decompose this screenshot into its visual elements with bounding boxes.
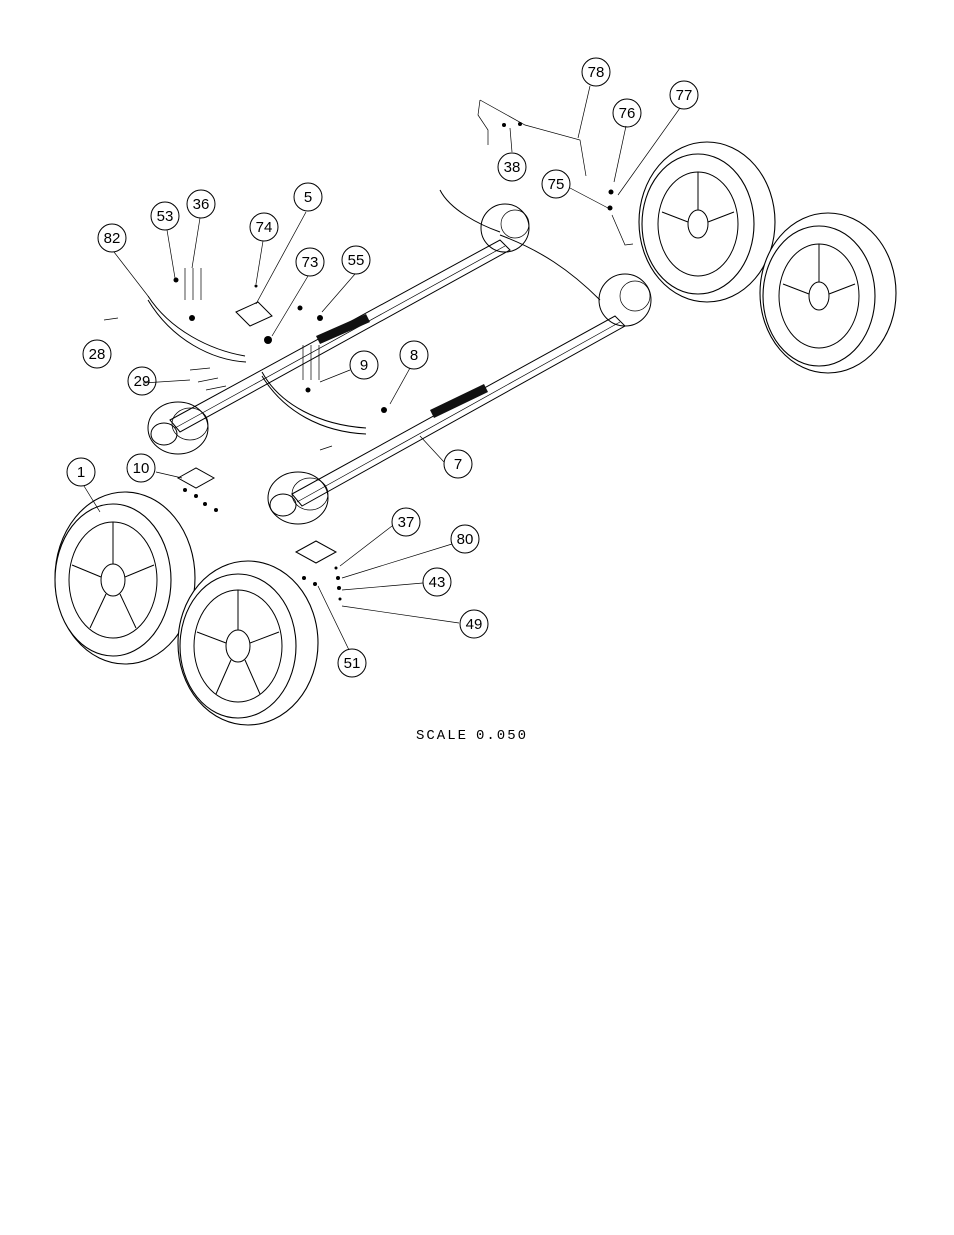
callout-49: 49	[459, 609, 489, 639]
svg-text:7: 7	[454, 456, 462, 473]
callout-28: 28	[82, 339, 112, 369]
equalizer-link	[499, 234, 601, 301]
svg-text:53: 53	[157, 208, 174, 225]
axle-rear	[169, 239, 511, 433]
callout-76: 76	[612, 98, 642, 128]
svg-text:49: 49	[466, 616, 483, 633]
wheel-front-left-outer	[54, 491, 196, 665]
scale-label: SCALE	[416, 728, 468, 744]
svg-text:8: 8	[410, 347, 418, 364]
brake-line	[477, 99, 587, 177]
tie-plate-5	[235, 301, 273, 327]
svg-text:80: 80	[457, 531, 474, 548]
svg-text:73: 73	[302, 254, 319, 271]
callout-74: 74	[249, 212, 279, 242]
callout-80: 80	[450, 524, 480, 554]
u-bolt-rear	[184, 268, 202, 300]
callout-8: 8	[399, 340, 429, 370]
leaf-spring-front	[261, 371, 367, 435]
svg-text:10: 10	[133, 460, 150, 477]
svg-text:1: 1	[77, 464, 85, 481]
svg-text:74: 74	[256, 219, 273, 236]
hub-rear-right	[480, 203, 530, 253]
callout-43: 43	[422, 567, 452, 597]
svg-text:76: 76	[619, 105, 636, 122]
callout-10: 10	[126, 453, 156, 483]
svg-text:9: 9	[360, 357, 368, 374]
scale-value: 0.050	[476, 728, 528, 744]
axle-front-pad	[430, 384, 488, 418]
svg-text:5: 5	[304, 189, 312, 206]
callout-5: 5	[293, 182, 323, 212]
callout-36: 36	[186, 189, 216, 219]
leaf-spring-rear	[147, 295, 247, 363]
callout-29: 29	[127, 366, 157, 396]
callout-77: 77	[669, 80, 699, 110]
hub-front-right	[598, 273, 652, 327]
svg-text:82: 82	[104, 230, 121, 247]
wheel-front-left-inner	[177, 560, 319, 726]
bolt-28	[103, 317, 119, 321]
callout-7: 7	[443, 449, 473, 479]
svg-text:38: 38	[504, 159, 521, 176]
wheel-rear-right-inner	[759, 212, 897, 374]
leader-lines	[83, 85, 681, 651]
svg-text:43: 43	[429, 574, 446, 591]
callout-82: 82	[97, 223, 127, 253]
callout-38: 38	[497, 152, 527, 182]
u-bolt-front	[302, 345, 320, 380]
callout-1: 1	[66, 457, 96, 487]
svg-text:37: 37	[398, 514, 415, 531]
hub-front-left	[267, 471, 329, 525]
wheel-rear-right-outer	[638, 141, 776, 303]
callout-55: 55	[341, 245, 371, 275]
svg-text:78: 78	[588, 64, 605, 81]
bolts-29	[189, 367, 333, 451]
callout-37: 37	[391, 507, 421, 537]
callout-53: 53	[150, 201, 180, 231]
axle-rear-pad	[316, 314, 370, 344]
callout-9: 9	[349, 350, 379, 380]
svg-text:51: 51	[344, 655, 361, 672]
svg-text:29: 29	[134, 373, 151, 390]
mount-plate-51	[294, 540, 338, 564]
svg-text:36: 36	[193, 196, 210, 213]
svg-text:55: 55	[348, 252, 365, 269]
callout-75: 75	[541, 169, 571, 199]
svg-text:75: 75	[548, 176, 565, 193]
mount-plate-10	[176, 467, 216, 489]
hub-rear-left	[147, 401, 209, 455]
brake-line-75	[611, 214, 634, 246]
callout-51: 51	[337, 648, 367, 678]
hardware-parts	[173, 122, 614, 601]
callout-78: 78	[581, 57, 611, 87]
svg-text:77: 77	[676, 87, 693, 104]
svg-text:28: 28	[89, 346, 106, 363]
spring-hanger-rear	[439, 189, 501, 233]
callout-73: 73	[295, 247, 325, 277]
